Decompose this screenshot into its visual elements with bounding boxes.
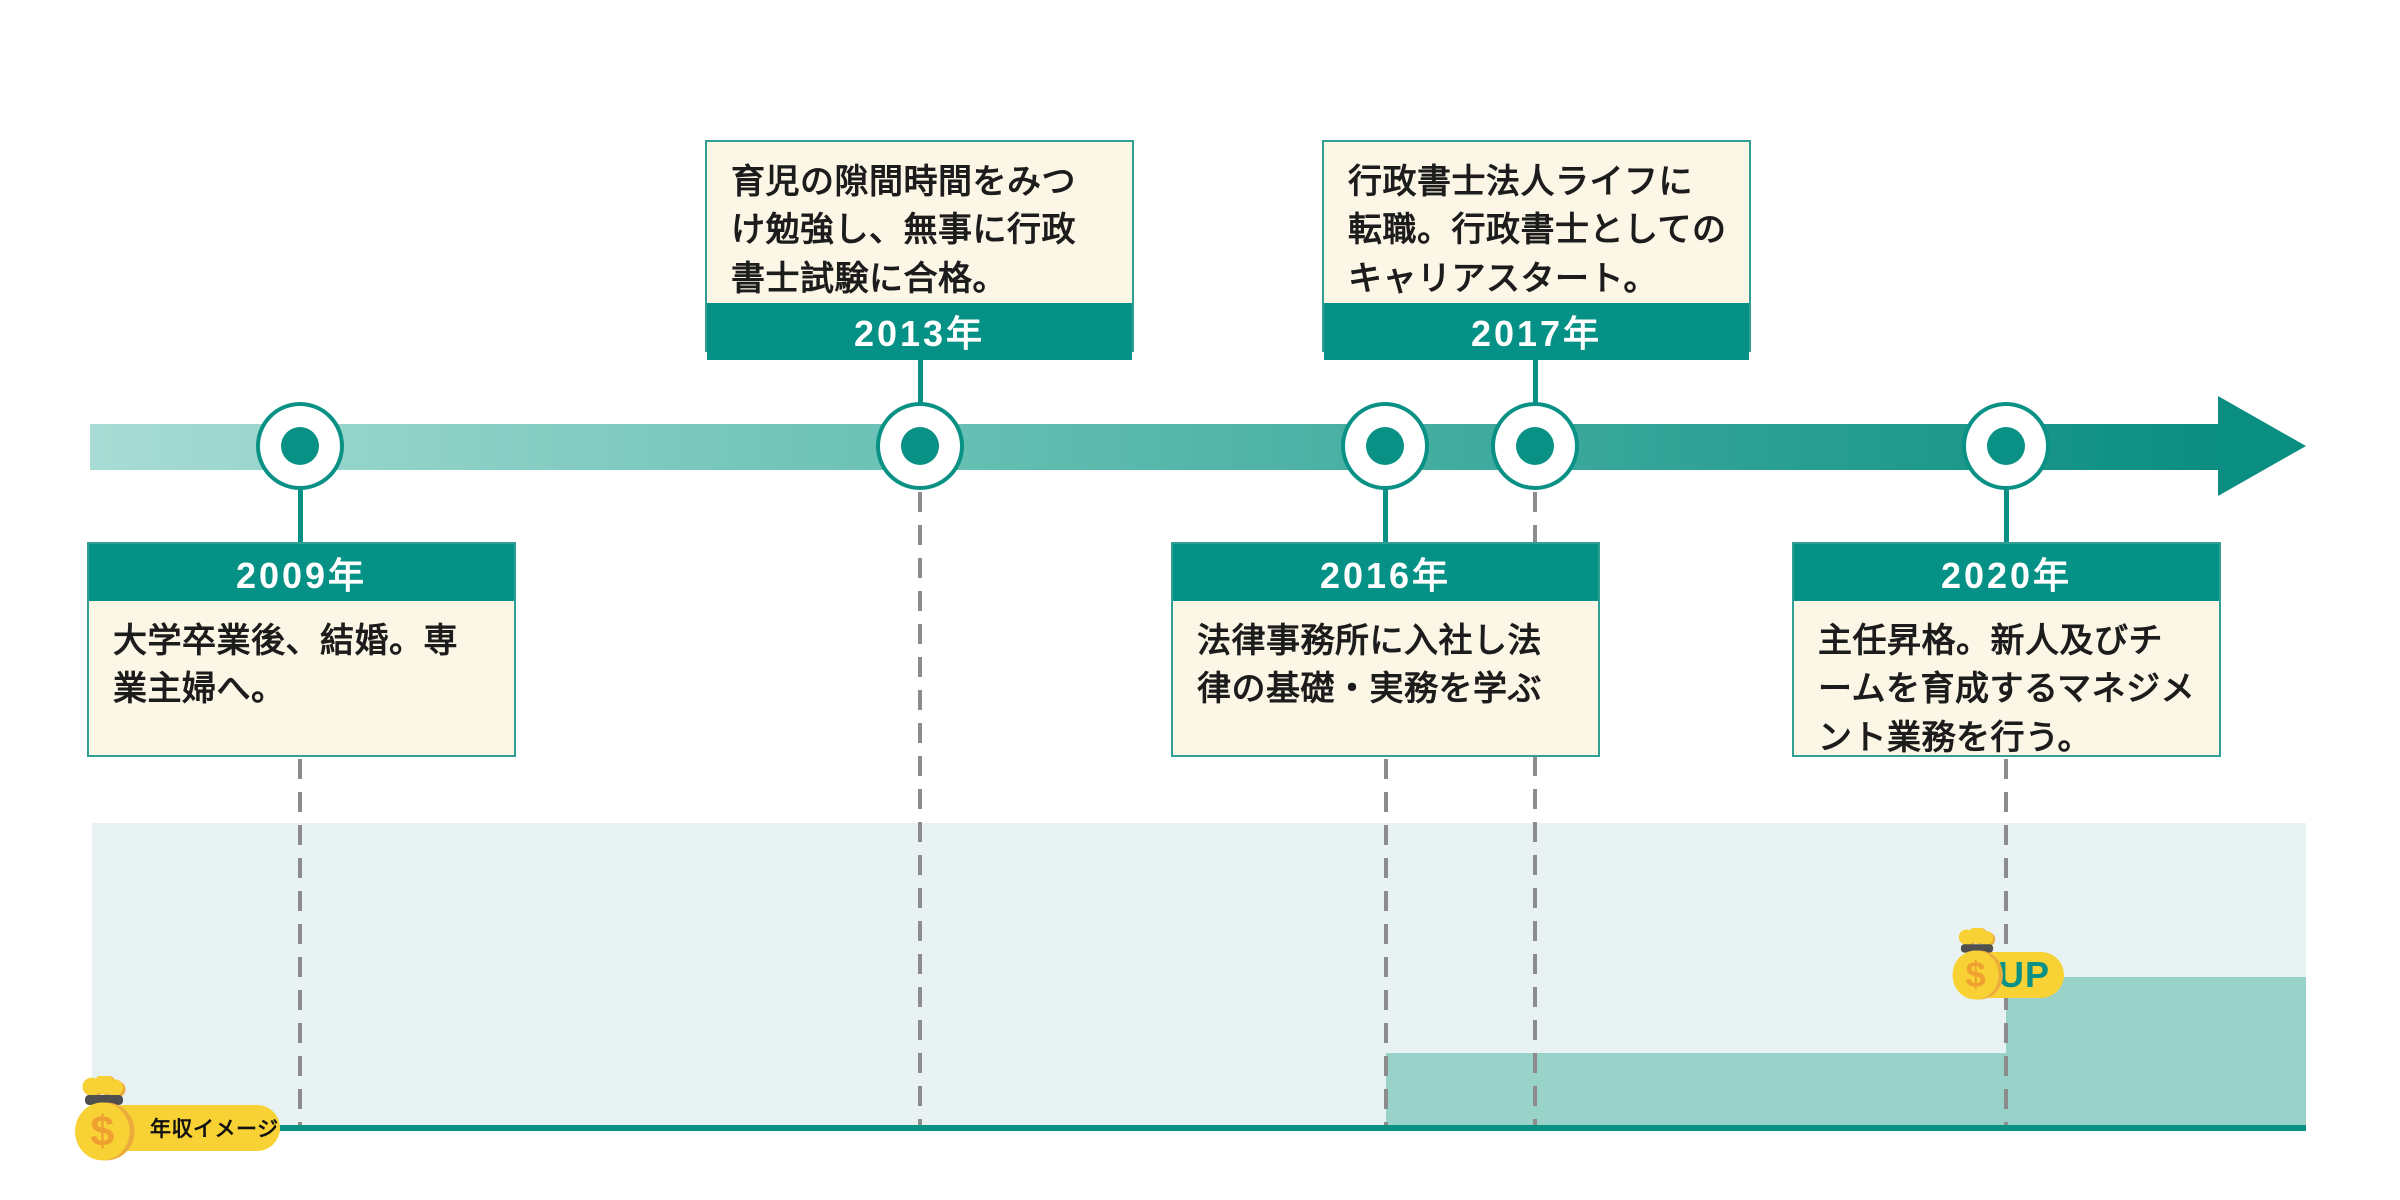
node-stem-2016 [1383, 488, 1388, 544]
year-label: 2017年 [1324, 302, 1749, 360]
dashed-connector-2013 [918, 492, 922, 1126]
year-label: 2013年 [707, 302, 1132, 360]
event-box-2020: 2020年 主任昇格。新人及びチームを育成するマネジメント業務を行う。 [1792, 542, 2221, 757]
timeline-node-2016 [1341, 402, 1429, 490]
event-text: 法律事務所に入社し法律の基礎・実務を学ぶ [1197, 622, 1542, 709]
year-label: 2016年 [1173, 544, 1598, 601]
event-text: 主任昇格。新人及びチームを育成するマネジメント業務を行う。 [1818, 622, 2196, 757]
timeline-node-2020 [1962, 402, 2050, 490]
dollar-sign: $ [1965, 954, 1985, 995]
node-stem-2009 [298, 488, 303, 544]
event-box-2016: 2016年 法律事務所に入社し法律の基礎・実務を学ぶ [1171, 542, 1600, 757]
dashed-connector-2009 [298, 759, 302, 1126]
event-text: 育児の隙間時間をみつけ勉強し、無事に行政書士試験に合格。 [731, 163, 1076, 298]
event-text: 行政書士法人ライフに転職。行政書士としてのキャリアスタート。 [1348, 163, 1727, 298]
event-box-2009: 2009年 大学卒業後、結婚。専業主婦へ。 [87, 542, 516, 757]
timeline-arrowhead-icon [2218, 396, 2306, 496]
income-baseline [92, 1125, 2306, 1131]
year-label: 2020年 [1794, 544, 2219, 601]
dashed-connector-2016 [1384, 759, 1388, 1126]
timeline-node-2017 [1491, 402, 1579, 490]
dollar-sign: $ [90, 1107, 114, 1155]
node-stem-2020 [2004, 488, 2009, 544]
dashed-connector-2020 [2004, 759, 2008, 1126]
node-stem-2013 [918, 350, 923, 404]
timeline-bar [90, 424, 2218, 470]
timeline-node-2009 [256, 402, 344, 490]
event-text: 大学卒業後、結婚。専業主婦へ。 [113, 622, 458, 709]
income-area-step-2020 [2006, 977, 2306, 1128]
money-bag-icon: $ [75, 1076, 135, 1161]
dashed-connector-2017 [1533, 492, 1537, 1126]
money-bag-icon: $ [1952, 928, 2003, 1000]
timeline-node-2013 [876, 402, 964, 490]
node-stem-2017 [1533, 350, 1538, 404]
event-box-2013: 育児の隙間時間をみつけ勉強し、無事に行政書士試験に合格。 2013年 [705, 140, 1134, 360]
year-label: 2009年 [89, 544, 514, 601]
event-box-2017: 行政書士法人ライフに転職。行政書士としてのキャリアスタート。 2017年 [1322, 140, 1751, 360]
